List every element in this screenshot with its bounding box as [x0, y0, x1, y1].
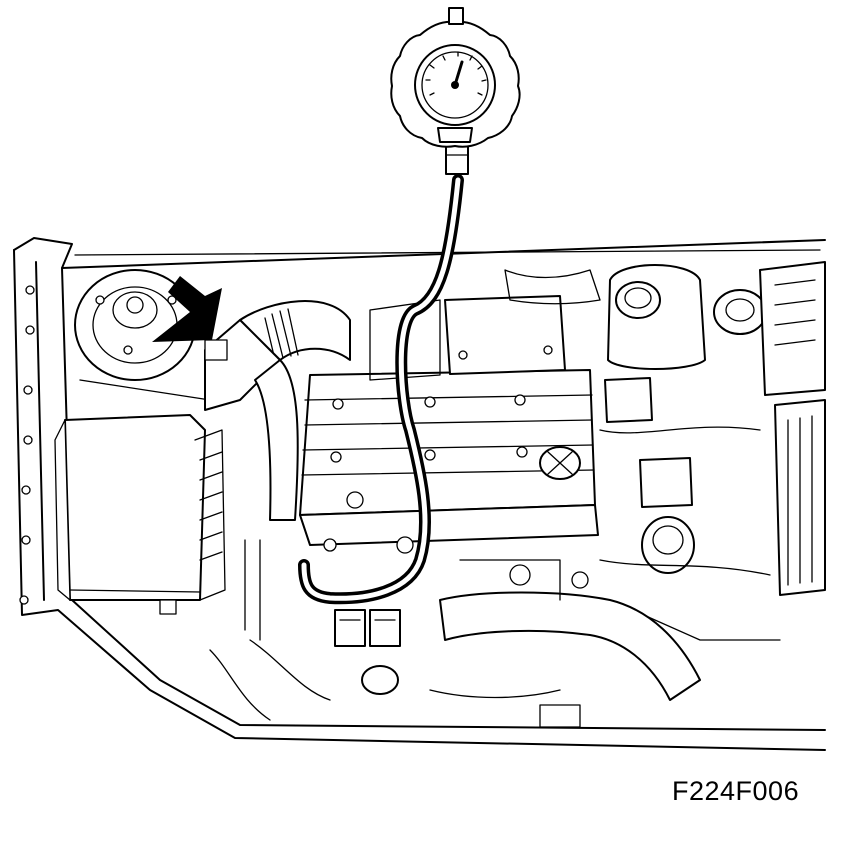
- compression-gauge-icon: [298, 7, 521, 605]
- engine-block: [299, 369, 599, 554]
- battery-box: [54, 414, 226, 615]
- arrow-icon: [152, 276, 222, 342]
- lower-hose: [439, 591, 701, 701]
- strut-tower: [74, 269, 211, 401]
- right-components: [599, 261, 826, 641]
- figure-code: F224F006: [672, 776, 800, 806]
- lower-assemblies: [209, 539, 589, 728]
- expansion-tank: [607, 264, 767, 370]
- intake-hose: [204, 300, 351, 521]
